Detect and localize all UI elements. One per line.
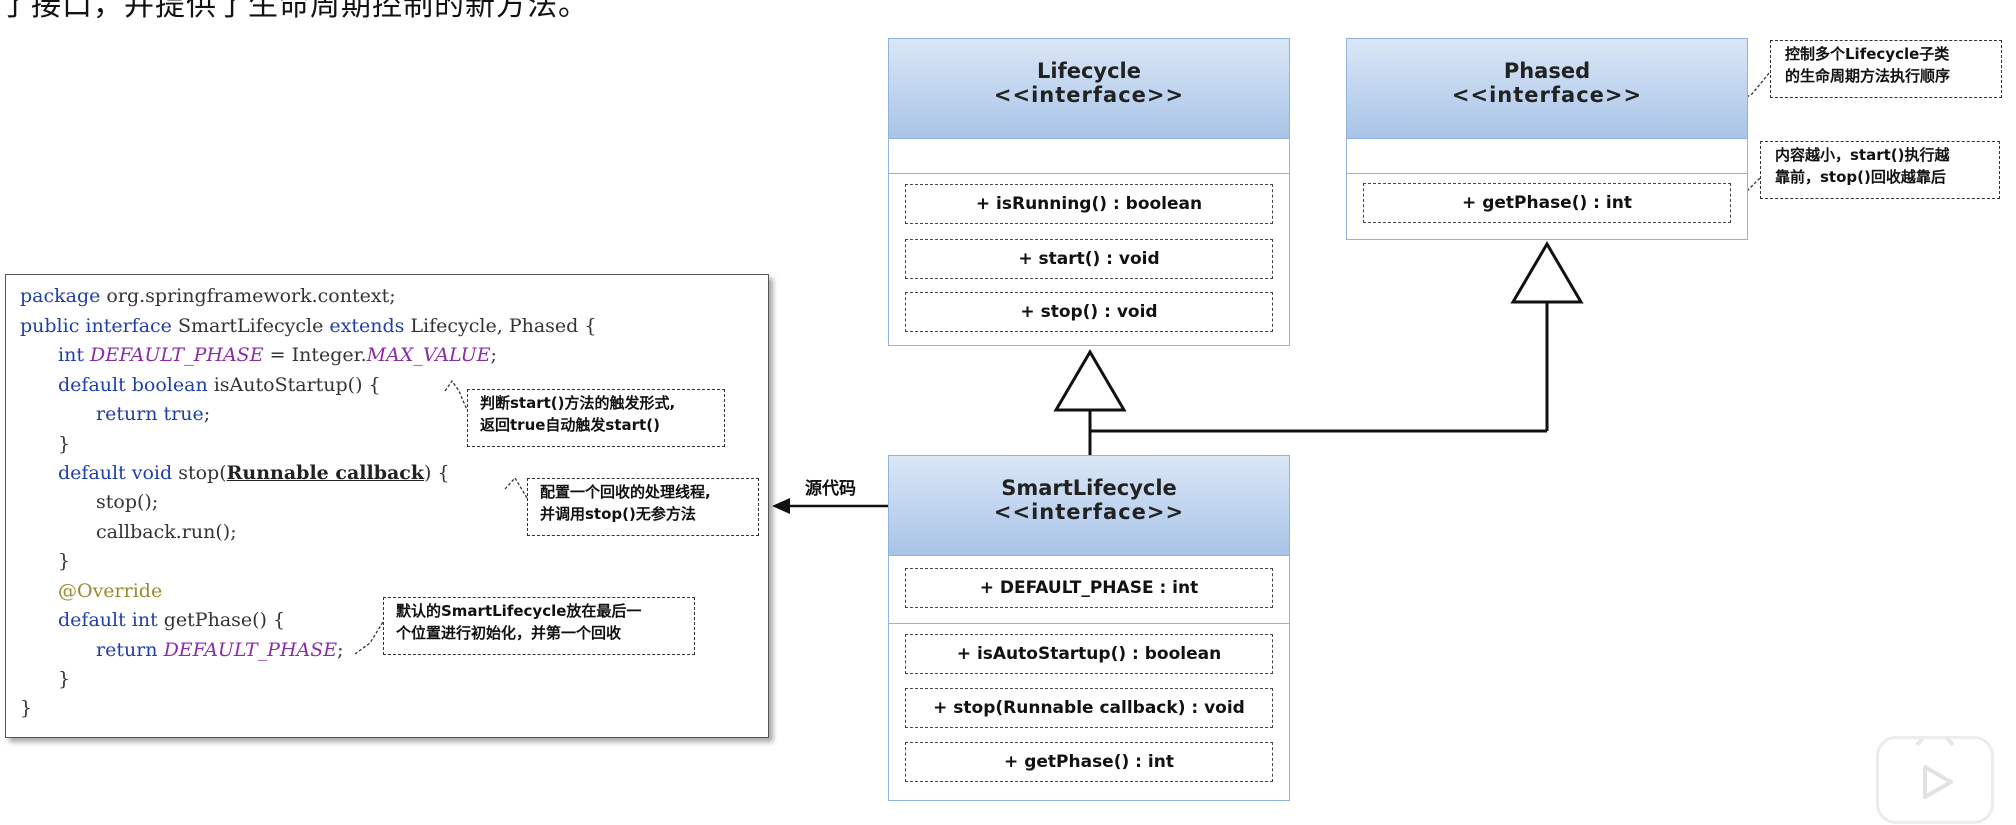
callout-leader-3 (354, 621, 384, 655)
callout-phased-order: 控制多个Lifecycle子类的生命周期方法执行顺序 (1770, 40, 2002, 98)
code-line-package: package org.springframework.context; (20, 285, 396, 307)
callout-leader-2 (504, 476, 528, 499)
inherit-triangle-phased (1510, 241, 1584, 304)
code-line-brace: } (58, 550, 71, 572)
code-line-default-phase: int DEFAULT_PHASE = Integer.MAX_VALUE; (58, 344, 497, 366)
uml-lifecycle-separator (889, 173, 1289, 174)
source-arrow-head (772, 498, 790, 514)
uml-lifecycle-method: + isRunning() : boolean (905, 184, 1273, 224)
uml-smartlifecycle-separator (889, 623, 1289, 624)
code-line-stop: default void stop(Runnable callback) { (58, 462, 450, 484)
code-line-override: @Override (58, 580, 163, 602)
play-icon (1915, 731, 1955, 799)
uml-phased-stereotype: <<interface>> (1451, 83, 1643, 107)
code-line-brace: } (58, 668, 71, 690)
intro-text: 了接口，并提供了生命周期控制的新方法。 (0, 0, 589, 23)
uml-lifecycle: Lifecycle <<interface>> + isRunning() : … (888, 38, 1290, 346)
uml-smartlifecycle-name: SmartLifecycle (1001, 476, 1177, 500)
uml-phased-header: Phased <<interface>> (1347, 39, 1747, 139)
uml-phased-method: + getPhase() : int (1363, 183, 1731, 223)
code-line-interface: public interface SmartLifecycle extends … (20, 315, 597, 337)
code-line-brace: } (20, 697, 33, 719)
callout-isautostartup: 判断start()方法的触发形式,返回true自动触发start() (467, 389, 725, 447)
uml-smartlifecycle: SmartLifecycle <<interface>> + DEFAULT_P… (888, 455, 1290, 801)
edge-label-source: 源代码 (805, 479, 856, 499)
callout-phase-value: 内容越小，start()执行越靠前，stop()回收越靠后 (1760, 141, 2000, 199)
inherit-triangle-lifecycle (1053, 349, 1127, 412)
callout-leader-1 (444, 379, 468, 411)
code-line-callback-run: callback.run(); (96, 521, 237, 543)
uml-lifecycle-name: Lifecycle (1037, 59, 1141, 83)
code-line-brace: } (58, 433, 71, 455)
uml-smartlifecycle-stereotype: <<interface>> (993, 500, 1185, 524)
play-button[interactable] (1876, 731, 1994, 824)
uml-phased-separator (1347, 173, 1747, 174)
uml-smartlifecycle-header: SmartLifecycle <<interface>> (889, 456, 1289, 556)
uml-lifecycle-method: + stop() : void (905, 292, 1273, 332)
code-line-return-phase: return DEFAULT_PHASE; (96, 639, 344, 661)
uml-phased-name: Phased (1503, 59, 1591, 83)
uml-phased: Phased <<interface>> + getPhase() : int (1346, 38, 1748, 240)
uml-lifecycle-method: + start() : void (905, 239, 1273, 279)
callout-stop-callback: 配置一个回收的处理线程,并调用stop()无参方法 (527, 478, 759, 536)
uml-smartlifecycle-method: + stop(Runnable callback) : void (905, 688, 1273, 728)
uml-smartlifecycle-field: + DEFAULT_PHASE : int (905, 568, 1273, 608)
code-line-stop-call: stop(); (96, 491, 159, 513)
code-line-return-true: return true; (96, 403, 211, 425)
uml-lifecycle-stereotype: <<interface>> (993, 83, 1185, 107)
uml-smartlifecycle-method: + isAutoStartup() : boolean (905, 634, 1273, 674)
code-line-getphase: default int getPhase() { (58, 609, 286, 631)
uml-smartlifecycle-method: + getPhase() : int (905, 742, 1273, 782)
code-line-isautostartup: default boolean isAutoStartup() { (58, 374, 381, 396)
callout-getphase: 默认的SmartLifecycle放在最后一个位置进行初始化，并第一个回收 (383, 597, 695, 655)
uml-lifecycle-header: Lifecycle <<interface>> (889, 39, 1289, 139)
